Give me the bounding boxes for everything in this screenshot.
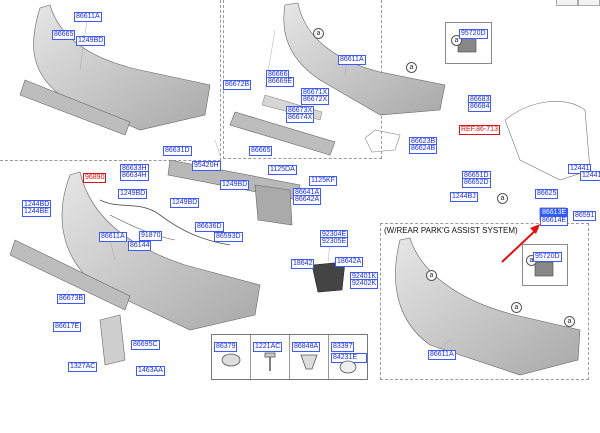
part-label[interactable]: 86144: [128, 241, 152, 251]
park-assist-caption: (W/REAR PARK'G ASSIST SYSTEM): [384, 226, 518, 235]
part-label[interactable]: 86636D: [195, 222, 224, 232]
part-label[interactable]: 86665: [249, 146, 273, 156]
part-label[interactable]: 86674X: [286, 113, 315, 123]
callout-a: a: [406, 62, 417, 73]
fastener-legend: 86379 1221AC 86848A 83397 84231E: [211, 334, 368, 380]
callout-a: a: [497, 193, 508, 204]
rear-bumper-top-left: [33, 4, 211, 131]
lower-skirt-top-middle: [229, 111, 336, 156]
legend-code[interactable]: 86379: [214, 342, 238, 352]
part-label[interactable]: 86672B: [223, 80, 252, 90]
part-label[interactable]: 1463AA: [136, 366, 165, 376]
part-label[interactable]: 86625: [535, 189, 559, 199]
rear-bumper-main: [61, 171, 261, 331]
part-label[interactable]: 12441: [568, 164, 592, 174]
part-label[interactable]: 18642: [291, 259, 315, 269]
part-label[interactable]: 12441C: [580, 171, 600, 181]
callout-a: a: [451, 35, 462, 46]
part-label[interactable]: 91870: [139, 231, 163, 241]
part-label[interactable]: 86593D: [214, 232, 243, 242]
callout-a: a: [313, 28, 324, 39]
part-label[interactable]: 1249BD: [76, 36, 106, 46]
panel-rear-park-assist: [380, 223, 589, 380]
part-label[interactable]: 86611A: [428, 350, 456, 360]
callout-a: a: [426, 270, 437, 281]
inset-sensor-box: [445, 22, 492, 64]
legend-cell: 1221AC: [251, 335, 290, 379]
part-label[interactable]: 86684: [468, 102, 492, 112]
inset-sensor-box-2: [522, 244, 568, 286]
part-label[interactable]: 1249BD: [220, 180, 250, 190]
part-label[interactable]: 1249BD: [118, 189, 148, 199]
callout-a: a: [564, 316, 575, 327]
part-label[interactable]: 86652D: [462, 178, 491, 188]
screw-icon: [264, 352, 276, 371]
part-label[interactable]: 86611A: [99, 232, 127, 242]
lower-skirt-main: [9, 239, 131, 311]
part-label[interactable]: 86617E: [53, 322, 82, 332]
beam-bracket: [254, 184, 293, 226]
retainer-clip-icon: [300, 354, 318, 370]
part-label[interactable]: 86669E: [266, 77, 295, 87]
reference-label[interactable]: REF.86-713: [459, 125, 500, 135]
part-label[interactable]: 86624B: [409, 144, 438, 154]
clip-icon: [221, 353, 241, 367]
part-label[interactable]: 92402K: [350, 279, 379, 289]
part-label[interactable]: 86631D: [163, 146, 192, 156]
rear-bumper-top-middle: [283, 2, 446, 116]
callout-a: a: [511, 302, 522, 313]
part-label[interactable]: 86642A: [293, 195, 322, 205]
pointer-arrow: [501, 227, 539, 263]
garnish-frame: [364, 129, 401, 153]
legend-code[interactable]: 86848A: [292, 342, 321, 352]
part-label[interactable]: 95720D: [459, 29, 488, 39]
part-label[interactable]: 1249BD: [170, 198, 200, 208]
part-label[interactable]: 86591: [573, 211, 597, 221]
wiring-branch: [109, 214, 176, 241]
legend-code[interactable]: 1221AC: [253, 342, 283, 352]
legend-cell: 83397 84231E: [329, 335, 367, 379]
lower-skirt-top-left: [19, 79, 131, 136]
wiring-harness: [99, 199, 231, 246]
legend-cell: 86848A: [290, 335, 329, 379]
part-label[interactable]: 95420H: [192, 161, 221, 171]
part-label[interactable]: 86673B: [57, 294, 86, 304]
highlighted-part-label[interactable]: 96890: [83, 173, 107, 183]
legend-cell: 86379: [212, 335, 251, 379]
pointer-arrowhead: [530, 224, 540, 234]
part-label[interactable]: 1244BE: [22, 207, 51, 217]
part-label[interactable]: 92305E: [320, 237, 349, 247]
part-label[interactable]: 86672X: [301, 95, 330, 105]
part-label[interactable]: 86611A: [338, 55, 366, 65]
part-label[interactable]: 18642A: [335, 257, 364, 267]
part-label[interactable]: 86611A: [74, 12, 102, 22]
legend-code[interactable]: 83397: [331, 342, 355, 352]
part-label[interactable]: 86614E: [540, 216, 569, 226]
part-label[interactable]: 1125KF: [309, 176, 337, 186]
sensor-part-2: [534, 261, 554, 277]
part-label[interactable]: 86695C: [131, 340, 160, 350]
rear-bumper-park-assist: [395, 237, 581, 376]
part-label[interactable]: 1244BJ: [450, 192, 478, 202]
part-label[interactable]: 86634H: [120, 171, 149, 181]
part-label[interactable]: 1125DA: [268, 165, 297, 175]
mud-guard: [99, 314, 126, 366]
part-label[interactable]: 95720D: [533, 252, 562, 262]
sensor-bracket: [311, 261, 346, 293]
cap-icon: [339, 360, 357, 374]
corner-tab-left[interactable]: [556, 0, 578, 6]
part-label[interactable]: 1327AC: [68, 362, 98, 372]
panel-top-left: [0, 0, 221, 161]
part-label[interactable]: 86665: [52, 30, 76, 40]
